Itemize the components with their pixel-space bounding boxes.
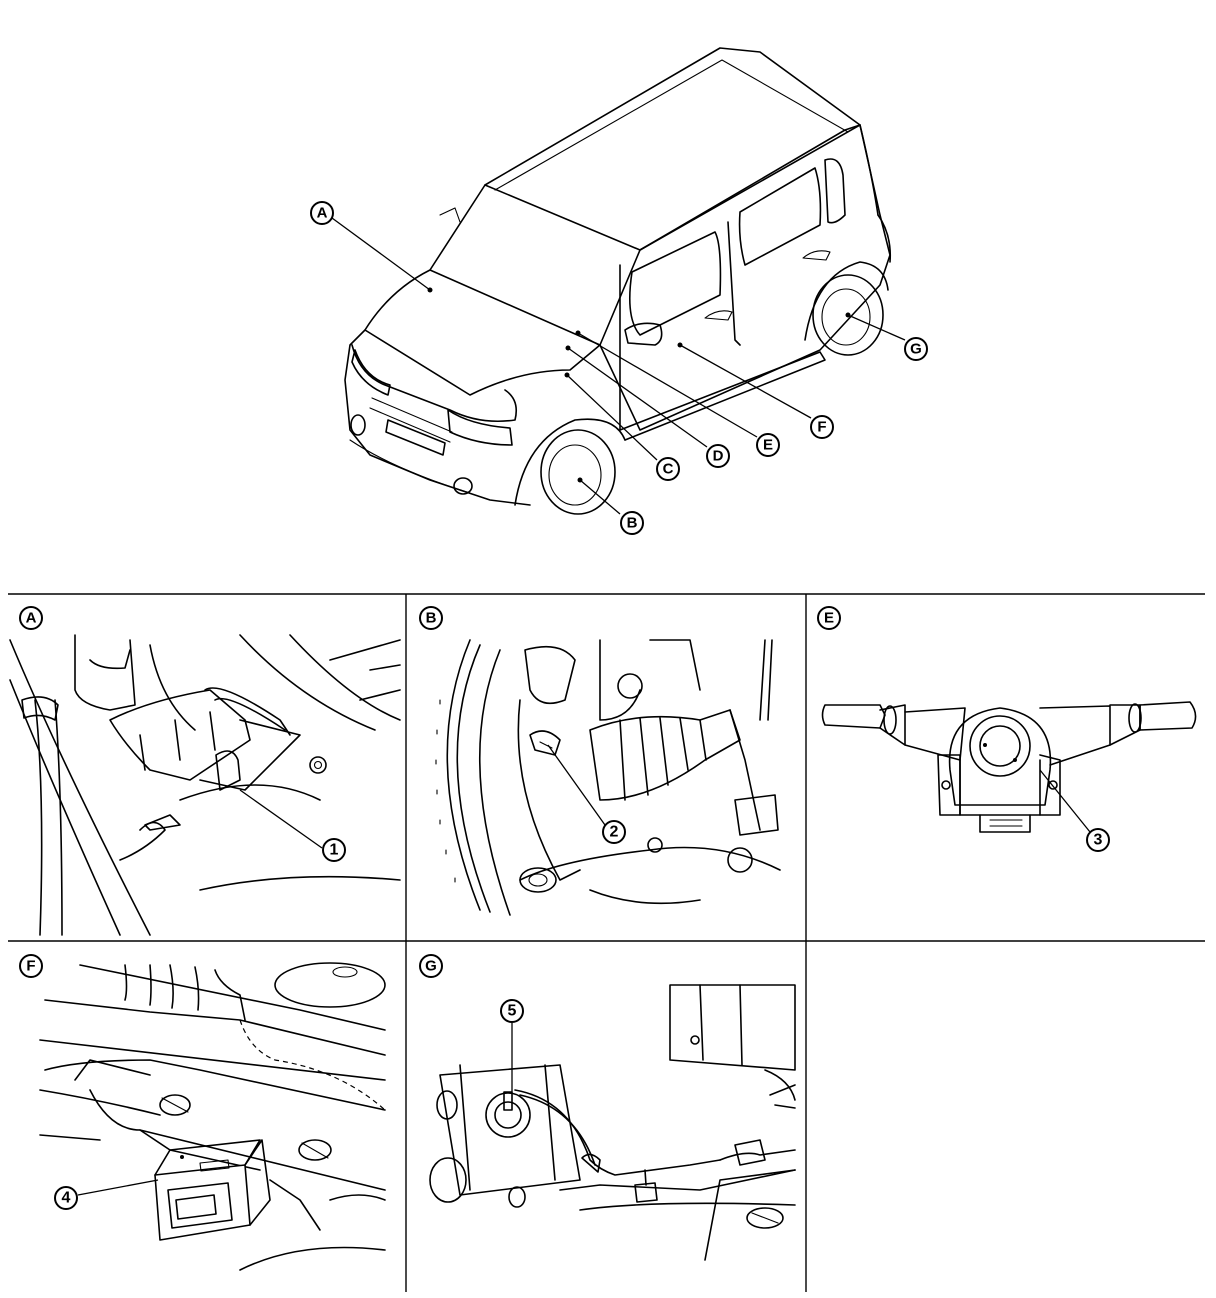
svg-text:B: B [627,515,638,532]
panel-F: F [19,954,386,1271]
panel-B-drawing [435,639,781,916]
callout-C: C [656,457,680,481]
callout-B: B [620,511,644,535]
part-number-4: 4 [62,1190,71,1207]
callout-G: G [904,337,928,361]
svg-text:D: D [713,448,724,465]
svg-text:G: G [910,341,922,358]
panel-A-drawing [9,634,401,936]
vehicle-body-outline [344,47,892,515]
panel-A: A 1 [9,606,401,936]
panel-G-label: G [425,958,437,975]
panel-G: G [419,954,796,1261]
callout-F: F [810,415,834,439]
callout-D: D [706,444,730,468]
part-number-5: 5 [508,1003,517,1020]
svg-text:C: C [663,461,674,478]
panel-B-label: B [426,610,437,627]
vehicle-overview: A B C D E F G [310,47,928,535]
svg-text:A: A [317,205,328,222]
part-number-2: 2 [610,824,619,841]
callout-A: A [310,201,334,225]
part-number-1: 1 [330,842,339,859]
callout-E: E [756,433,780,457]
panel-E-label: E [824,610,834,627]
panel-A-label: A [26,610,37,627]
panel-E-drawing [821,701,1197,833]
svg-text:F: F [817,419,826,436]
panel-F-drawing [39,962,386,1271]
part-number-3: 3 [1094,832,1103,849]
panel-G-drawing [429,984,796,1261]
detail-grid-frame [8,593,1205,1292]
callout-leaders [331,217,906,515]
panel-B: B 2 [419,606,781,916]
svg-text:E: E [763,437,773,454]
panel-F-label: F [26,958,35,975]
panel-E: E 3 [817,606,1197,852]
